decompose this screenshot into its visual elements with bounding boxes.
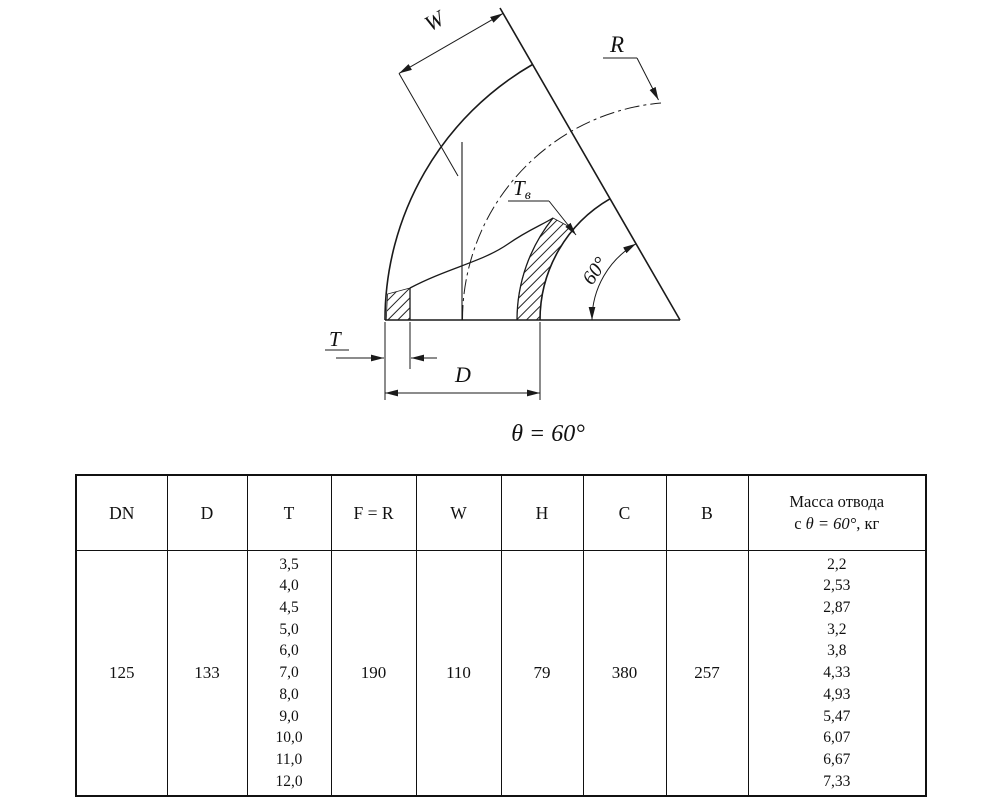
dimensions-table-wrap: DN D T F = R W H C B Масса отвода с θ = … bbox=[75, 474, 927, 797]
inclined-face-line bbox=[499, 7, 681, 321]
dim-label-angle: 60° bbox=[578, 253, 612, 289]
radius-label: R bbox=[603, 32, 659, 101]
dim-label-d: D bbox=[454, 362, 471, 387]
header-mass: Масса отвода с θ = 60°, кг bbox=[747, 474, 927, 551]
value-line: 3,5 bbox=[279, 555, 299, 573]
w-extension-line bbox=[398, 73, 459, 177]
cell-t-values: 3,5 4,0 4,5 5,0 6,0 7,0 8,0 9,0 10,0 11,0 12,0 bbox=[246, 550, 332, 797]
cell-b: 257 bbox=[665, 550, 749, 797]
mass-header-line2-pre: с bbox=[794, 514, 806, 533]
value-line: 6,07 bbox=[823, 729, 851, 747]
value-line: 7,0 bbox=[279, 664, 299, 682]
dimension-d: D bbox=[385, 322, 541, 400]
mass-header-line2: с θ = 60°, кг bbox=[749, 513, 926, 535]
mass-header-line2-post: , кг bbox=[856, 514, 880, 533]
value-line: 2,53 bbox=[823, 577, 851, 595]
mass-header-line1: Масса отвода bbox=[789, 492, 885, 511]
cell-c: 380 bbox=[582, 550, 667, 797]
header-c: C bbox=[582, 474, 667, 551]
cell-dn: 125 bbox=[75, 550, 168, 797]
bore-silhouette-curve bbox=[409, 217, 554, 289]
dimension-t: T bbox=[325, 322, 437, 400]
mass-header-line2-angle: θ = 60° bbox=[805, 514, 857, 533]
value-line: 4,33 bbox=[823, 664, 851, 682]
wall-thickness-label: Tв bbox=[508, 176, 577, 236]
outer-arc bbox=[384, 63, 533, 321]
value-line: 2,87 bbox=[823, 599, 851, 617]
centerline-arc bbox=[461, 102, 662, 321]
mass-header-block: Масса отвода с θ = 60°, кг bbox=[749, 491, 926, 535]
left-wall-section bbox=[385, 287, 411, 321]
drawing-caption: θ = 60° bbox=[511, 421, 585, 447]
tb-main: T bbox=[513, 176, 526, 200]
value-line: 10,0 bbox=[275, 729, 303, 747]
dim-label-tb: Tв bbox=[513, 176, 531, 203]
dimensions-table: DN D T F = R W H C B Масса отвода с θ = … bbox=[75, 474, 927, 797]
cell-mass-values: 2,2 2,53 2,87 3,2 3,8 4,33 4,93 5,47 6,07 6,67 7,3… bbox=[747, 550, 927, 797]
cell-w: 110 bbox=[415, 550, 502, 797]
dim-label-w: W bbox=[420, 5, 450, 37]
value-line: 6,0 bbox=[279, 642, 299, 660]
cell-f-r: 190 bbox=[330, 550, 417, 797]
table-body: 125 133 3,5 4,0 4,5 5,0 6,0 7,0 8,0 9,0 10,0 11,0… bbox=[75, 550, 927, 797]
value-line: 2,2 bbox=[827, 555, 847, 573]
table-row: 125 133 3,5 4,0 4,5 5,0 6,0 7,0 8,0 9,0 10,0 11,0… bbox=[75, 550, 927, 797]
r-leader-line bbox=[636, 57, 659, 101]
value-line: 9,0 bbox=[279, 707, 299, 725]
value-line: 5,47 bbox=[823, 707, 851, 725]
dimension-w: W bbox=[398, 5, 504, 177]
value-line: 3,8 bbox=[827, 642, 847, 660]
header-d: D bbox=[166, 474, 248, 551]
dim-label-t: T bbox=[329, 327, 342, 351]
cell-h: 79 bbox=[500, 550, 584, 797]
angle-dimension: 60° bbox=[578, 243, 637, 321]
header-f-r: F = R bbox=[330, 474, 417, 551]
value-line: 11,0 bbox=[275, 750, 303, 768]
value-line: 4,5 bbox=[279, 599, 299, 617]
header-b: B bbox=[665, 474, 749, 551]
centerline bbox=[461, 102, 662, 321]
value-line: 6,67 bbox=[823, 750, 851, 768]
cell-d: 133 bbox=[166, 550, 248, 797]
value-line: 7,33 bbox=[823, 772, 851, 790]
elbow-technical-drawing: W R Tв 60° T D θ = 60° bbox=[325, 5, 681, 447]
angle-arc bbox=[588, 243, 637, 321]
header-dn: DN bbox=[75, 474, 168, 551]
value-line: 5,0 bbox=[279, 620, 299, 638]
section-hatching bbox=[385, 217, 575, 321]
w-dimension-line bbox=[398, 12, 504, 74]
header-w: W bbox=[415, 474, 502, 551]
header-row: DN D T F = R W H C B Масса отвода с θ = … bbox=[75, 474, 927, 551]
inner-wall-section bbox=[516, 217, 575, 321]
value-line: 8,0 bbox=[279, 685, 299, 703]
dim-label-r: R bbox=[609, 32, 624, 57]
header-t: T bbox=[246, 474, 332, 551]
value-line: 4,0 bbox=[279, 577, 299, 595]
tb-sub: в bbox=[525, 188, 531, 203]
value-line: 3,2 bbox=[827, 620, 847, 638]
table-header: DN D T F = R W H C B Масса отвода с θ = … bbox=[75, 474, 927, 551]
header-h: H bbox=[500, 474, 584, 551]
tb-leader-line bbox=[548, 200, 577, 236]
value-line: 4,93 bbox=[823, 685, 851, 703]
value-line: 12,0 bbox=[275, 772, 303, 790]
